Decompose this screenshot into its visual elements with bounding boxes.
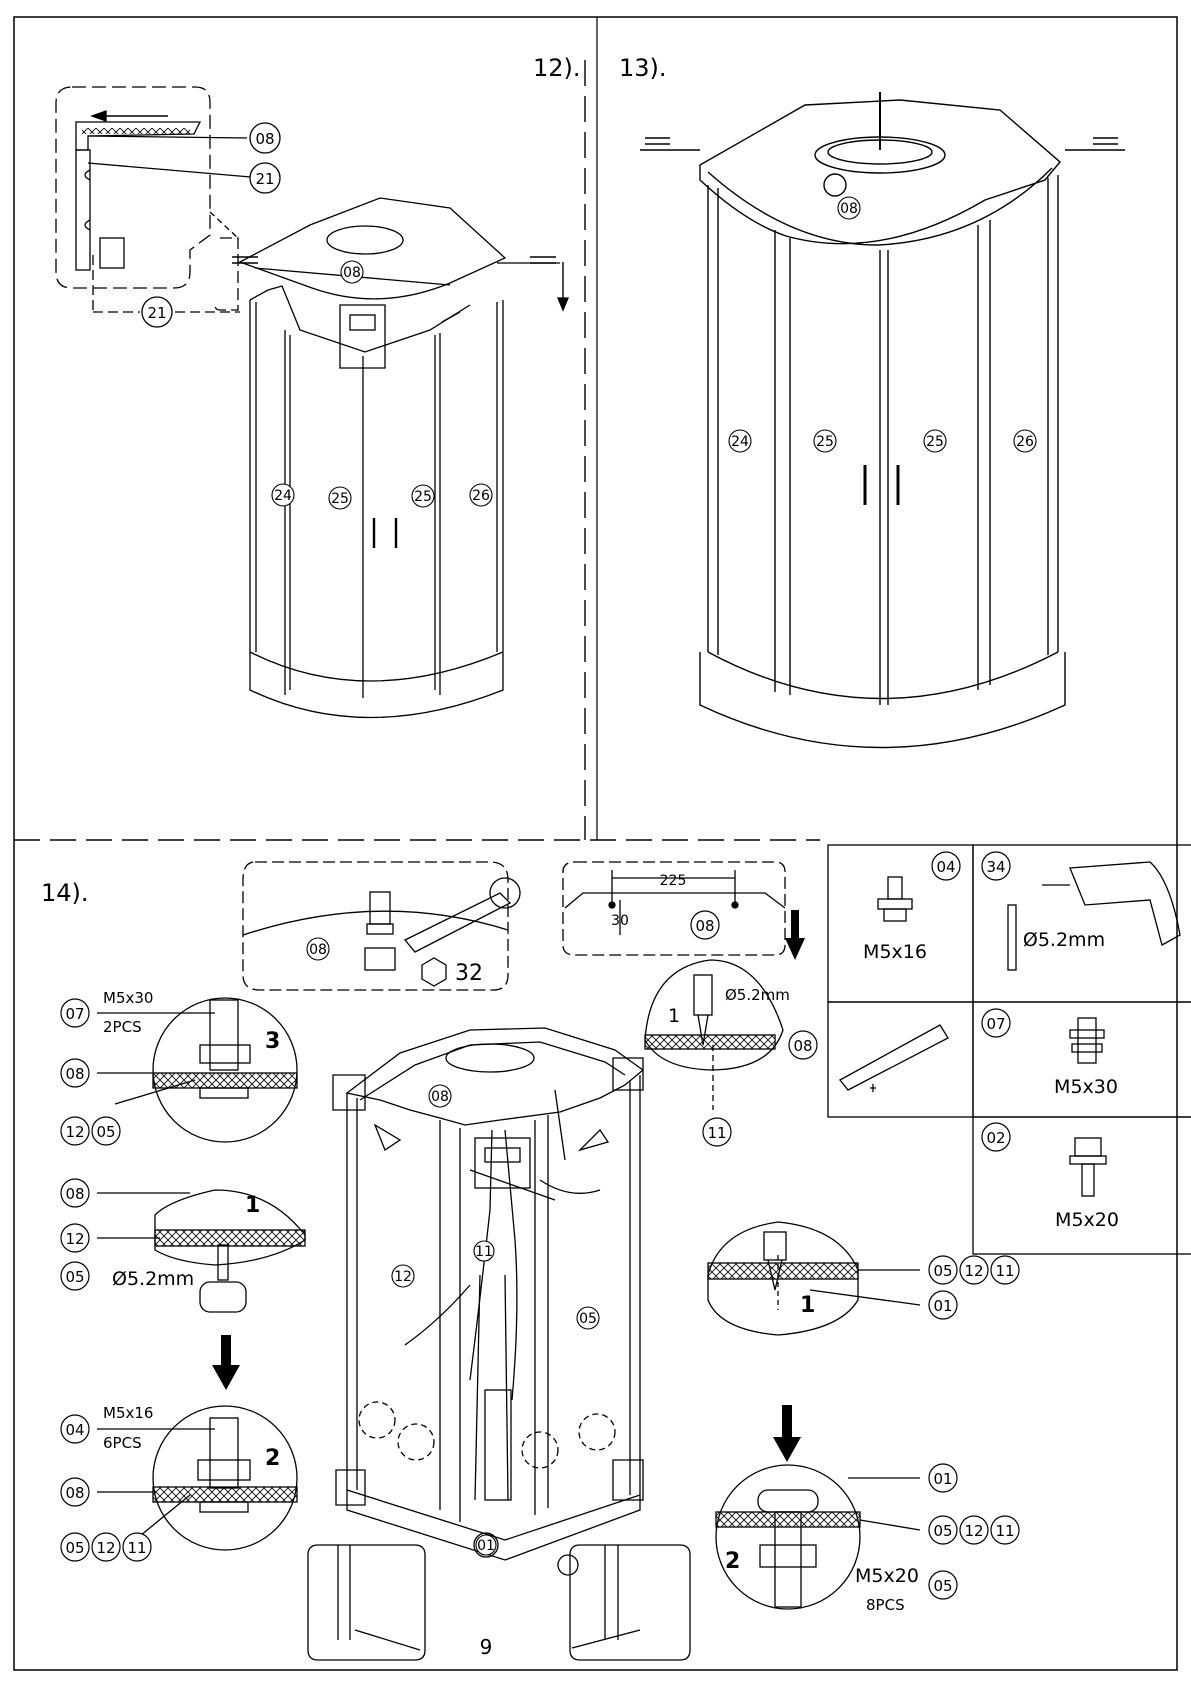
callout-08: 08 <box>255 130 274 148</box>
callout-24: 24 <box>274 488 292 504</box>
parts-table <box>828 845 1191 1254</box>
callout-08: 08 <box>695 917 714 935</box>
callout-08: 08 <box>309 942 327 958</box>
callout-12: 12 <box>964 1522 983 1540</box>
detail-step-3: 3 <box>265 1029 280 1054</box>
callout-11: 11 <box>127 1539 146 1557</box>
page-number: 9 <box>480 1635 493 1659</box>
bolt-spec-m5x30: M5x30 <box>103 989 153 1007</box>
detail-right-step-2: 2 <box>725 1549 740 1574</box>
callout-08: 08 <box>793 1037 812 1055</box>
callout-08: 08 <box>65 1185 84 1203</box>
callout-25: 25 <box>926 434 944 450</box>
callout-02: 02 <box>986 1129 1005 1147</box>
callout-08: 08 <box>65 1484 84 1502</box>
drill-diameter-left: Ø5.2mm <box>112 1268 194 1290</box>
part-02-spec: M5x20 <box>1055 1209 1119 1231</box>
callout-08: 08 <box>343 265 361 281</box>
down-arrow-icon <box>791 910 799 940</box>
callout-05: 05 <box>933 1522 952 1540</box>
down-arrow-icon <box>785 938 805 960</box>
callout-24: 24 <box>731 434 749 450</box>
step-14-cabin-callouts: 08 12 05 11 01 <box>392 1085 599 1555</box>
callout-05: 05 <box>65 1539 84 1557</box>
dimension-30: 30 <box>611 913 629 929</box>
callout-12: 12 <box>964 1262 983 1280</box>
down-arrow-icon <box>212 1365 240 1390</box>
callout-25: 25 <box>414 489 432 505</box>
detail-drill <box>645 960 783 1110</box>
callout-12: 12 <box>394 1269 412 1285</box>
callout-12: 12 <box>96 1539 115 1557</box>
part-07-spec: M5x30 <box>1054 1076 1118 1098</box>
callout-07: 07 <box>65 1005 84 1023</box>
dimension-225: 225 <box>660 873 687 889</box>
callout-25: 25 <box>816 434 834 450</box>
detail-step-2: 2 <box>265 1446 280 1471</box>
step-14-cabin <box>333 1028 643 1560</box>
callout-34: 34 <box>986 858 1005 876</box>
callout-05: 05 <box>933 1577 952 1595</box>
callout-05: 05 <box>65 1268 84 1286</box>
bolt-spec-m5x20: M5x20 <box>855 1565 919 1587</box>
step-12-illustration <box>56 87 568 718</box>
callout-05: 05 <box>579 1311 597 1327</box>
detail-right-1 <box>708 1222 920 1335</box>
callout-21: 21 <box>255 170 274 188</box>
callout-04: 04 <box>65 1421 84 1439</box>
callout-04: 04 <box>936 858 955 876</box>
wrench-size: 32 <box>455 961 483 986</box>
callout-26: 26 <box>472 488 490 504</box>
callout-05: 05 <box>933 1262 952 1280</box>
callout-05: 05 <box>96 1123 115 1141</box>
down-arrow-icon <box>782 1405 792 1439</box>
part-34-spec: Ø5.2mm <box>1023 929 1105 951</box>
callout-07: 07 <box>986 1015 1005 1033</box>
callout-11: 11 <box>707 1124 726 1142</box>
step-12-label: 12). <box>533 54 581 82</box>
step-13-illustration <box>640 92 1125 748</box>
detail-right-2 <box>716 1465 920 1609</box>
detail-step-1: 1 <box>245 1193 260 1218</box>
page-frame <box>14 17 1177 1670</box>
callout-11: 11 <box>475 1244 493 1260</box>
detail-right-step-1: 1 <box>800 1293 815 1318</box>
down-arrow-icon <box>773 1437 801 1462</box>
callout-08: 08 <box>65 1065 84 1083</box>
callout-26: 26 <box>1016 434 1034 450</box>
drill-diameter: Ø5.2mm <box>725 986 790 1004</box>
callout-21: 21 <box>147 304 166 322</box>
callout-01: 01 <box>933 1297 952 1315</box>
drill-step-1: 1 <box>668 1005 680 1027</box>
callout-11: 11 <box>995 1522 1014 1540</box>
callout-01: 01 <box>477 1538 495 1554</box>
detail-left-1 <box>97 1190 305 1312</box>
step-13-label: 13). <box>619 54 667 82</box>
detail-bottom-corners <box>308 1545 690 1660</box>
callout-08: 08 <box>840 201 858 217</box>
bolt-qty-6pcs: 6PCS <box>103 1434 142 1452</box>
callout-01: 01 <box>933 1470 952 1488</box>
callout-12: 12 <box>65 1123 84 1141</box>
step-14-label: 14). <box>41 879 89 907</box>
bolt-spec-m5x16: M5x16 <box>103 1404 153 1422</box>
callout-25: 25 <box>331 491 349 507</box>
part-04-spec: M5x16 <box>863 941 927 963</box>
bolt-qty-2pcs: 2PCS <box>103 1018 142 1036</box>
callout-12: 12 <box>65 1230 84 1248</box>
callout-11: 11 <box>995 1262 1014 1280</box>
detail-left-2 <box>97 1406 297 1550</box>
down-arrow-icon <box>221 1335 231 1367</box>
callout-08: 08 <box>431 1089 449 1105</box>
bolt-qty-8pcs: 8PCS <box>866 1596 905 1614</box>
